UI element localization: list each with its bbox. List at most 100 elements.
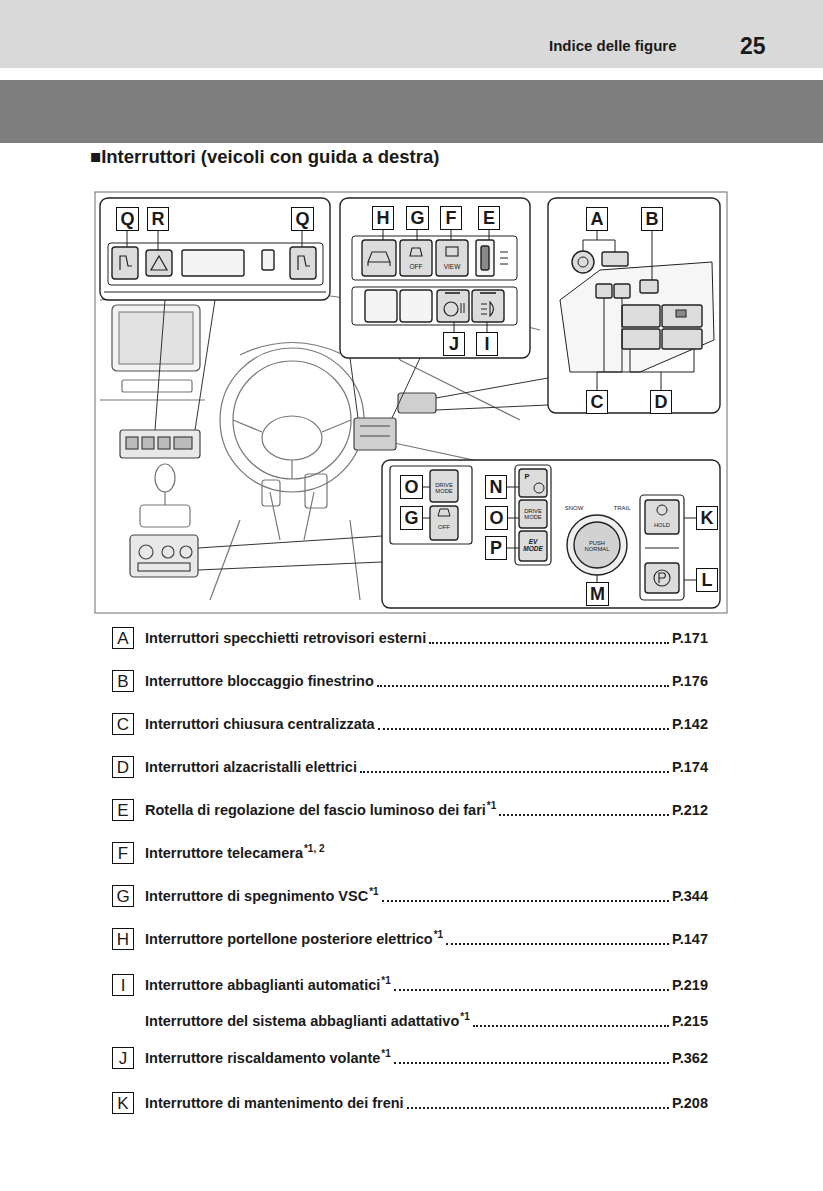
inset-dash-switches-part [461, 303, 464, 313]
index-letter-box: G [112, 885, 134, 907]
callout-letter-box: O [400, 475, 423, 499]
inset-door-switches-part [560, 262, 714, 372]
callout-letter-box: A [586, 207, 608, 231]
inset-dash-switches-part [444, 302, 458, 316]
inset-console-switches [382, 460, 720, 608]
inset-console-switches-part [534, 483, 544, 493]
inset-door-switches [548, 198, 720, 413]
index-entry-text: Interruttore telecamera [145, 841, 303, 865]
index-row: Interruttore bloccaggio finestrinoP.176 [145, 669, 708, 693]
index-entry-text: Interruttori specchietti retrovisori est… [145, 626, 426, 650]
index-row: Interruttore telecamera*1, 2 [145, 841, 708, 865]
inset-console-switches-part [519, 500, 547, 528]
dashboard-drawing-part [100, 399, 205, 400]
index-row: Interruttori specchietti retrovisori est… [145, 626, 708, 650]
inset-door-switches-part [630, 349, 694, 390]
index-entry-text: Interruttore del sistema abbaglianti ada… [145, 1009, 459, 1033]
inset-leader-lines-part [198, 536, 382, 570]
illustration-frame-part [95, 192, 727, 613]
inset-dash-switches-part [481, 302, 494, 316]
inset-leader-lines-part [350, 358, 420, 418]
callout-letter-box: E [478, 206, 500, 230]
inset-console-switches-part [659, 573, 666, 583]
inset-console-switches-part [574, 522, 620, 568]
inset-dash-switches-part [500, 252, 508, 264]
dot-leader [360, 771, 669, 773]
inset-dash-switches-part [400, 290, 432, 322]
index-letter-box: A [112, 627, 134, 649]
callout-letter-box: H [372, 206, 394, 230]
index-row: Interruttore abbaglianti automatici*1P.2… [145, 973, 708, 997]
callout-letter: F [118, 845, 128, 862]
switch-marking: OFF [431, 524, 457, 530]
callout-letter: P [490, 539, 502, 557]
dashboard-drawing-part [270, 492, 314, 540]
inset-console-switches-part [390, 466, 472, 544]
index-row: Interruttore portellone posteriore elett… [145, 927, 708, 951]
callout-letter: H [117, 931, 129, 948]
index-letter-box: B [112, 670, 134, 692]
inset-console-switches-part [422, 487, 696, 582]
inset-door-switches-part [662, 329, 702, 349]
dashboard-drawing-part [180, 546, 192, 558]
dashboard-drawing-part [220, 348, 364, 492]
callout-letter: D [655, 393, 668, 411]
inset-upper-panel-part [108, 243, 323, 285]
index-entry-text: Interruttori chiusura centralizzata [145, 712, 375, 736]
inset-door-switches-part [578, 257, 588, 267]
callout-letter-box: B [641, 207, 663, 231]
dashboard-drawing-part [305, 474, 327, 508]
dot-leader [499, 814, 669, 816]
inset-upper-panel-part [104, 292, 326, 293]
callout-letter: B [117, 673, 128, 690]
header-band [0, 0, 823, 143]
switch-marking: OFF [401, 264, 431, 271]
dashboard-drawing-part [119, 312, 193, 364]
dashboard-drawing-part [233, 420, 351, 479]
callout-letter: E [117, 802, 128, 819]
dashboard-drawing-part [164, 492, 165, 505]
dashboard-drawing-part [112, 305, 200, 371]
dashboard-drawing-part [398, 393, 436, 413]
callout-letter: J [119, 1050, 128, 1067]
dashboard-drawing-part [233, 361, 351, 479]
dashboard-drawing-part [262, 416, 322, 460]
footnote-mark: *1 [487, 794, 496, 818]
inset-dash-switches-part [481, 246, 489, 270]
switch-marking: PUSH NORMAL [581, 540, 613, 552]
index-row: Interruttori chiusura centralizzataP.142 [145, 712, 708, 736]
dot-leader [446, 943, 669, 945]
callout-letter: L [702, 571, 713, 589]
inset-upper-panel-part [290, 247, 316, 279]
callout-letter: R [152, 210, 165, 228]
callout-letter: Q [120, 210, 134, 228]
dashboard-drawing-part [360, 426, 390, 436]
callout-letter: J [449, 335, 459, 353]
inset-dash-switches-part [352, 236, 517, 280]
inset-console-switches-part [519, 469, 547, 497]
inset-dash-switches-part [436, 240, 468, 276]
dashboard-drawing-part [138, 563, 190, 571]
inset-upper-panel-part [298, 256, 310, 270]
dashboard-drawing-part [210, 520, 360, 600]
callout-letter: C [591, 393, 604, 411]
inset-door-switches-part [662, 305, 702, 327]
callout-letter-box: K [696, 506, 718, 530]
dot-leader [377, 685, 669, 687]
callout-letter: I [121, 977, 126, 994]
inset-console-switches-part [438, 509, 450, 516]
index-row: Interruttore del sistema abbaglianti ada… [145, 1009, 708, 1033]
switch-marking: EV MODE [520, 539, 546, 553]
dashboard-drawing-part [174, 437, 192, 449]
switch-marking: VIEW [437, 264, 467, 271]
dashboard-drawing-part [140, 505, 190, 527]
dashboard-drawing-part [139, 545, 153, 559]
inset-console-switches-part [657, 505, 667, 515]
callout-letter-box: L [696, 568, 718, 592]
inset-door-switches-part [640, 280, 658, 293]
inset-upper-panel-part [120, 256, 132, 270]
switch-marking: HOLD [647, 522, 677, 528]
callout-letter: K [117, 1095, 128, 1112]
callout-letter: C [117, 716, 129, 733]
